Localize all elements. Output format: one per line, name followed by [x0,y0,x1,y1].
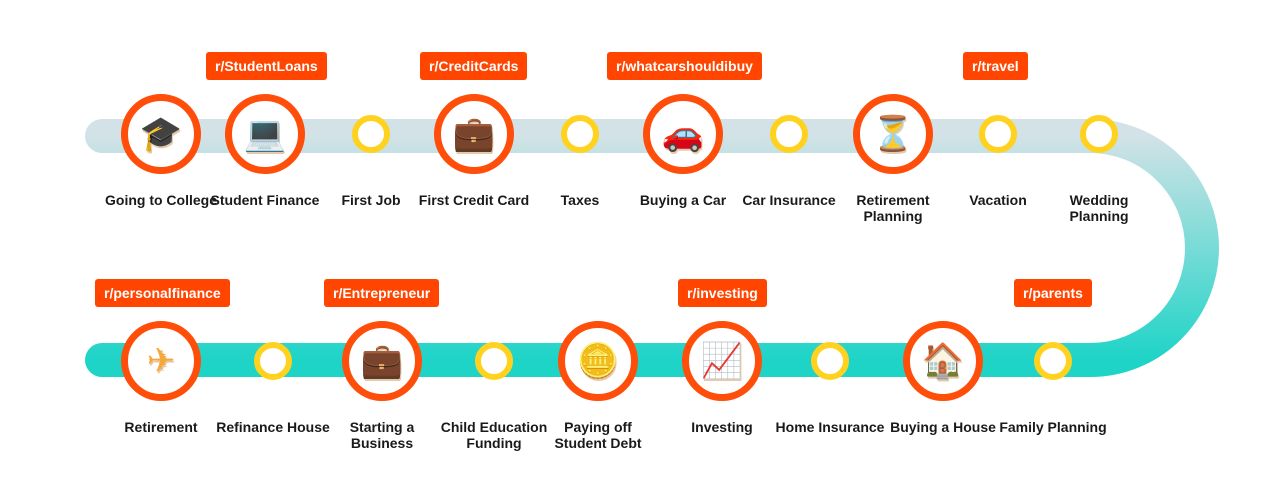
tag-creditcards[interactable]: r/CreditCards [420,52,528,80]
milestone-label: Buying a House [890,419,996,435]
milestone-dot [770,115,808,153]
milestone-label: Student Finance [210,192,320,208]
milestone-ring: 📈 [682,321,762,401]
milestone-label: Home Insurance [775,419,885,435]
milestone-dot [352,115,390,153]
milestone-label: Retirement [124,419,198,435]
milestone-label: Child Education Funding [440,419,548,451]
milestone-label: First Job [341,192,401,208]
milestone-label: Vacation [969,192,1027,208]
milestone-ring: 🏠 [903,321,983,401]
milestone-ring: 🪙 [558,321,638,401]
airplane-icon: ✈ [146,342,176,380]
milestone-ring: ✈ [121,321,201,401]
milestone-label: Starting a Business [349,419,415,451]
house-icon: 🏠 [921,342,965,380]
milestone-label: Family Planning [999,419,1107,435]
briefcase-icon: 💼 [360,342,404,380]
milestone-ring: 💼 [434,94,514,174]
tag-entrepreneur[interactable]: r/Entrepreneur [324,279,440,307]
milestone-ring: 💻 [225,94,305,174]
coins-icon: 🪙 [576,342,620,380]
milestone-dot [254,342,292,380]
milestone-dot [475,342,513,380]
milestone-label: Car Insurance [742,192,836,208]
milestone-label: Refinance House [216,419,330,435]
milestone-dot [979,115,1017,153]
milestone-label: Going to College [105,192,217,208]
milestone-ring: 🎓 [121,94,201,174]
tag-personalfinance[interactable]: r/personalfinance [95,279,230,307]
milestone-label: Wedding Planning [1069,192,1129,224]
tag-travel[interactable]: r/travel [963,52,1028,80]
milestone-dot [1034,342,1072,380]
milestone-label: Taxes [560,192,600,208]
car-icon: 🚗 [661,115,705,153]
milestone-ring: ⏳ [853,94,933,174]
tag-whatcarshouldibuy[interactable]: r/whatcarshouldibuy [607,52,762,80]
chart-icon: 📈 [700,342,744,380]
milestone-label: First Credit Card [418,192,530,208]
milestone-label: Buying a Car [639,192,727,208]
briefcase-icon: 💼 [452,115,496,153]
milestone-dot [561,115,599,153]
hourglass-icon: ⏳ [871,115,915,153]
tag-parents[interactable]: r/parents [1014,279,1092,307]
milestone-ring: 💼 [342,321,422,401]
tag-studentloans[interactable]: r/StudentLoans [206,52,327,80]
milestone-dot [811,342,849,380]
milestone-label: Paying off Student Debt [554,419,642,451]
milestone-ring: 🚗 [643,94,723,174]
milestone-dot [1080,115,1118,153]
milestone-label: Retirement Planning [856,192,930,224]
laptop-icon: 💻 [243,115,287,153]
milestone-label: Investing [691,419,753,435]
tag-investing[interactable]: r/investing [678,279,767,307]
track-path [85,119,1219,377]
graduation-cap-icon: 🎓 [139,115,183,153]
